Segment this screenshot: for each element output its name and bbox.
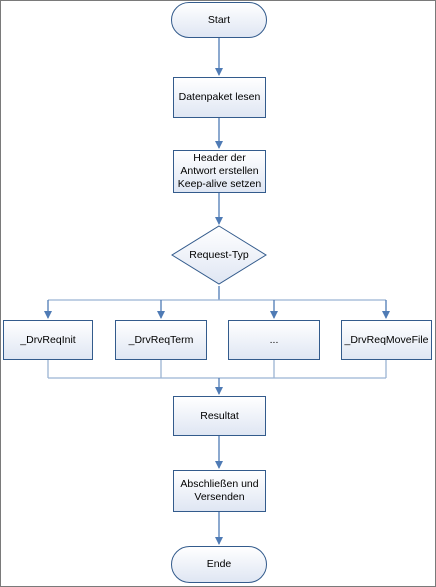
drv-req-term-label: _DrvReqTerm (128, 333, 194, 346)
drv-req-init-node: _DrvReqInit (3, 320, 93, 360)
read-packet-label: Datenpaket lesen (178, 91, 261, 103)
create-header-label: Header der Antwort erstellen Keep-alive … (177, 152, 262, 190)
request-type-label-box: Request-Typ (172, 226, 266, 284)
drv-req-term-node: _DrvReqTerm (115, 320, 207, 360)
finish-send-label: Abschließen und Versenden (180, 478, 259, 503)
read-packet-node: Datenpaket lesen (173, 77, 266, 118)
create-header-node: Header der Antwort erstellen Keep-alive … (173, 150, 266, 193)
result-node: Resultat (173, 396, 266, 436)
end-label: Ende (206, 558, 232, 570)
drv-req-move-file-node: _DrvReqMoveFile (341, 320, 432, 360)
request-type-diamond (171, 225, 267, 285)
result-label: Resultat (200, 409, 239, 422)
start-label: Start (207, 13, 231, 26)
drv-req-init-label: _DrvReqInit (20, 333, 76, 346)
ellipsis-node: ... (228, 320, 320, 360)
ellipsis-label: ... (269, 333, 279, 346)
start-node: Start (171, 2, 267, 38)
drv-req-move-file-label: _DrvReqMoveFile (344, 333, 429, 346)
end-node: Ende (171, 546, 267, 583)
request-type-label: Request-Typ (189, 249, 249, 261)
finish-send-node: Abschließen und Versenden (173, 470, 266, 512)
